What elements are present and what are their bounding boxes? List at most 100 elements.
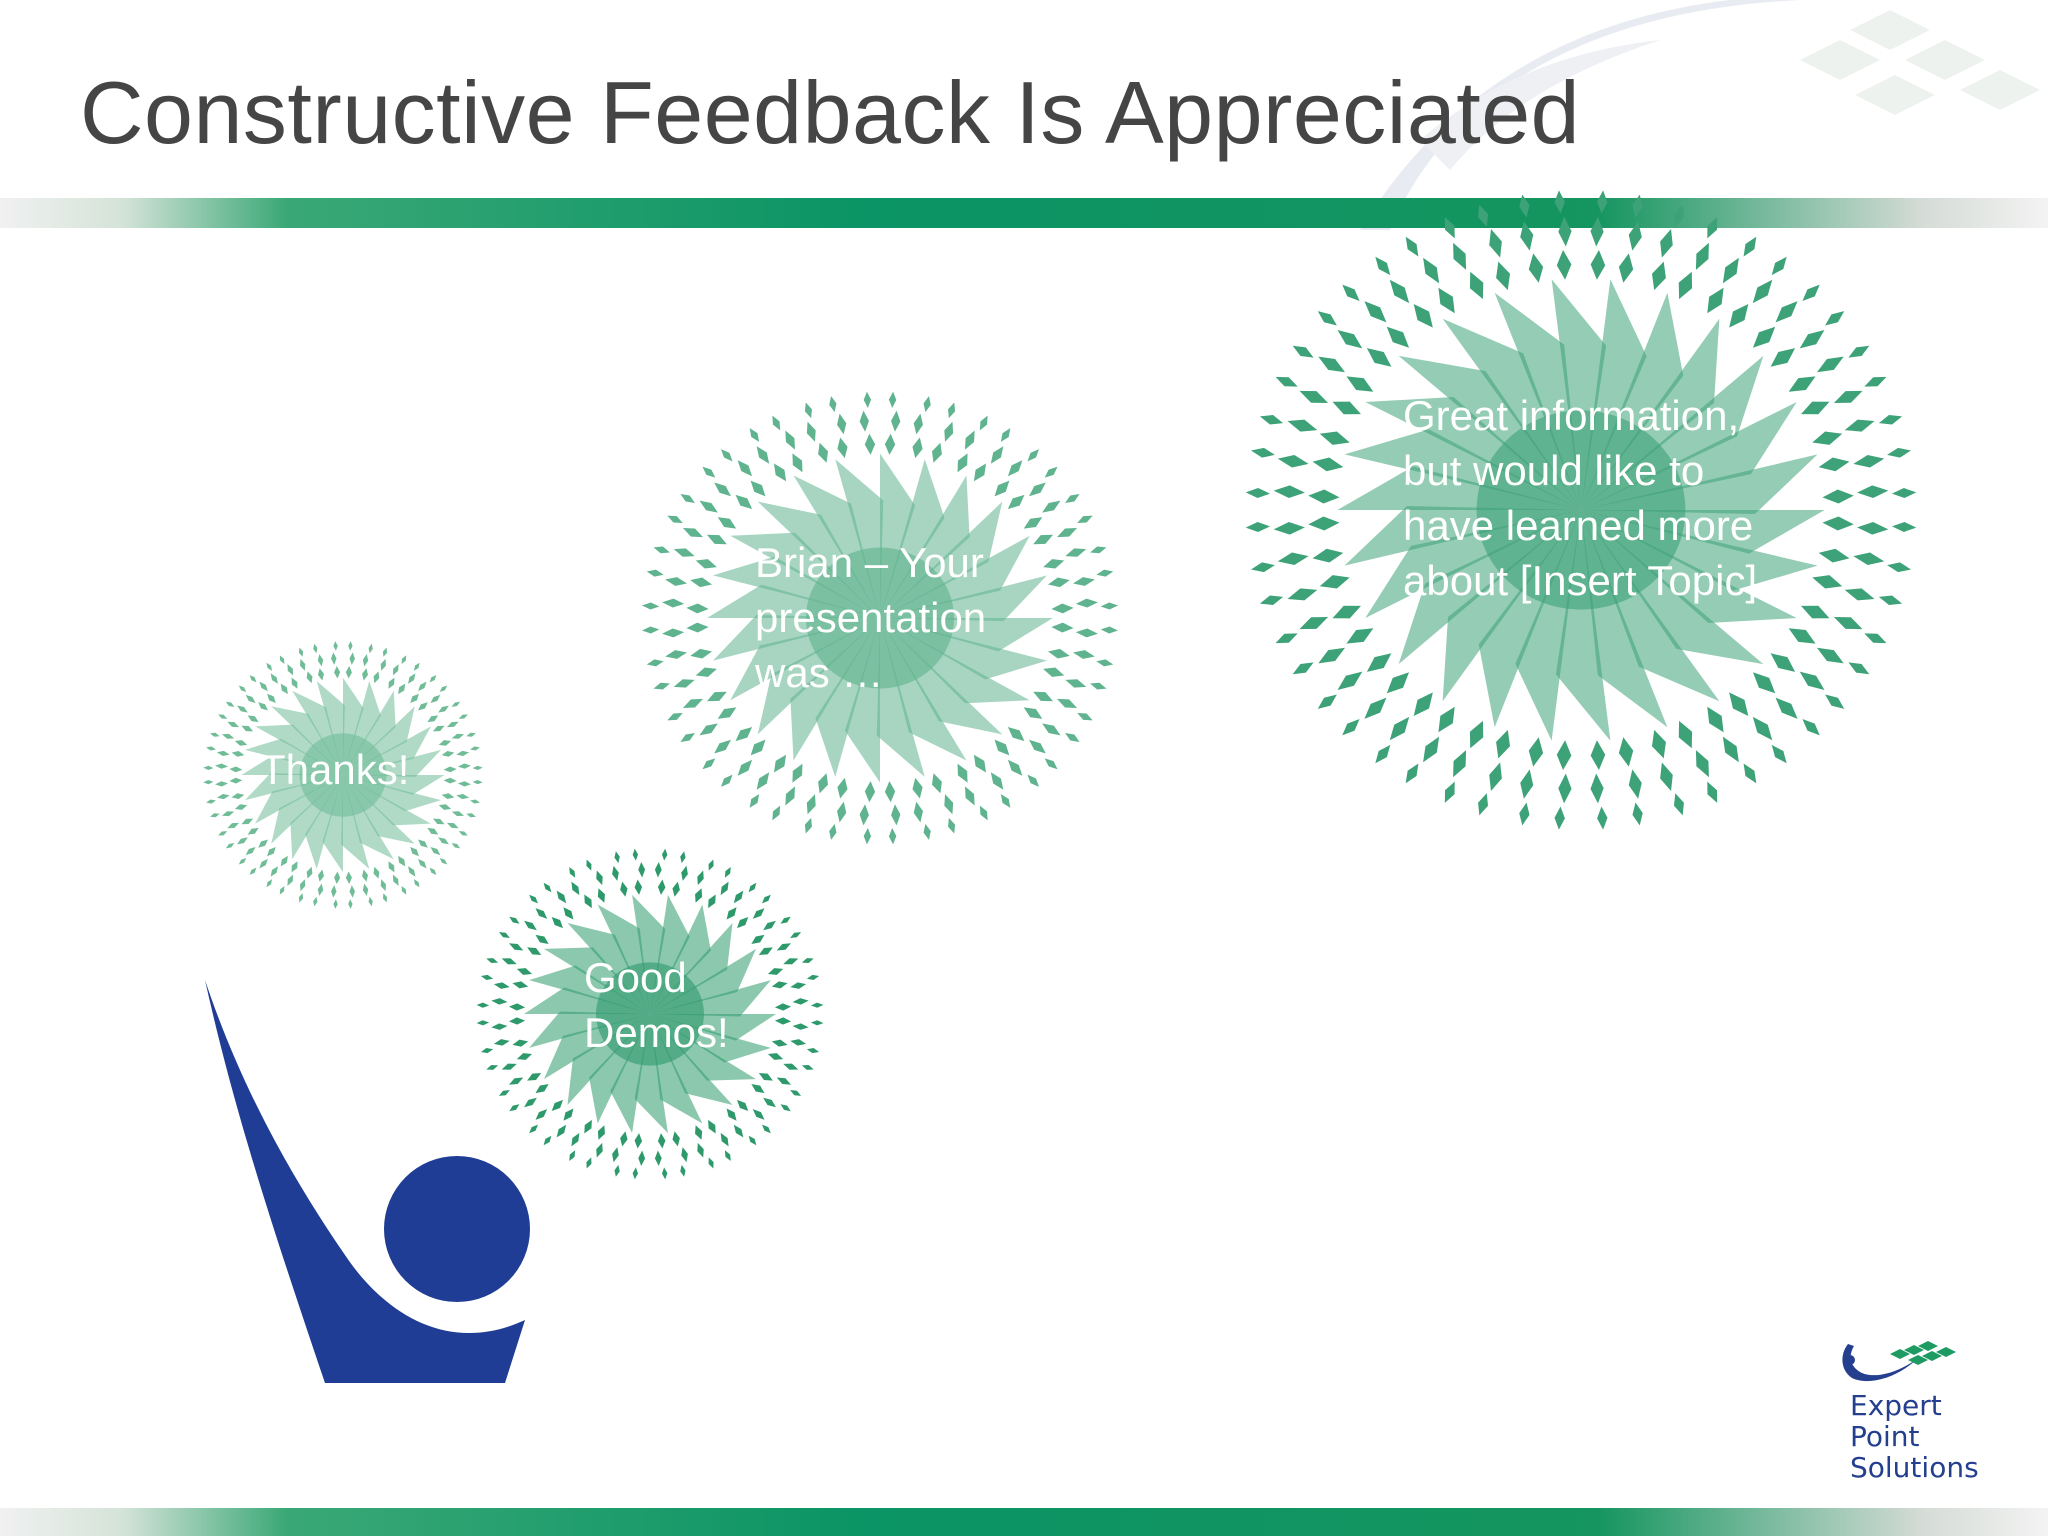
burst-diamond <box>1366 348 1392 367</box>
burst-diamond <box>270 673 278 684</box>
burst-diamond <box>443 777 457 784</box>
burst-diamond <box>556 890 567 904</box>
burst-diamond <box>707 691 727 702</box>
feedback-bubble-great-info: Great information, but would like to hav… <box>1233 178 1929 842</box>
burst-diamond <box>1090 546 1107 554</box>
burst-diamond <box>535 1084 549 1094</box>
burst-diamond <box>806 794 816 815</box>
burst-diamond <box>480 974 494 980</box>
burst-diamond <box>245 694 256 704</box>
burst-diamond <box>673 548 695 557</box>
burst-diamond <box>238 857 247 865</box>
burst-diamond <box>780 1104 791 1112</box>
burst-diamond <box>1259 595 1284 606</box>
burst-diamond <box>458 714 468 719</box>
burst-core <box>805 547 955 689</box>
burst-diamond <box>556 1124 567 1138</box>
burst-diamond <box>1660 229 1673 258</box>
burst-diamond <box>1802 284 1820 302</box>
burst-diamond <box>1292 662 1314 675</box>
burst-diamond <box>1043 559 1065 569</box>
brand-name-line: Expert <box>1850 1389 1942 1422</box>
burst-diamond <box>774 1003 792 1011</box>
burst-diamond <box>773 754 787 773</box>
burst-diamond <box>446 721 459 728</box>
burst-diamond <box>657 1133 666 1149</box>
burst-diamond <box>818 442 828 463</box>
burst-diamond <box>837 413 847 435</box>
burst-diamond <box>783 958 799 965</box>
burst-diamond <box>672 1131 680 1147</box>
burst-diamond <box>818 773 828 794</box>
burst-diamond <box>234 740 248 746</box>
burst-diamond <box>1528 737 1544 767</box>
burst-diamond <box>1051 603 1074 614</box>
burst-diamond <box>362 654 369 667</box>
burst-diamond <box>501 1063 517 1070</box>
burst-diamond <box>810 1020 824 1026</box>
burst-diamond <box>476 1002 490 1008</box>
burst-diamond <box>1707 217 1718 239</box>
burst-diamond <box>451 811 465 817</box>
burst-diamond <box>1597 190 1608 214</box>
burst-diamond <box>1891 488 1917 499</box>
burst-diamond <box>720 449 733 462</box>
burst-diamond <box>1366 653 1392 672</box>
burst-petal <box>567 1014 650 1105</box>
burst-diamond <box>1729 303 1749 328</box>
burst-diamond <box>408 866 416 877</box>
burst-diamond <box>410 846 419 857</box>
burst-diamond <box>1023 517 1043 529</box>
burst-diamond <box>763 1097 776 1108</box>
burst-diamond <box>948 402 956 419</box>
burst-diamond <box>225 701 235 707</box>
burst-diamond <box>418 839 428 848</box>
burst-diamond <box>667 515 683 524</box>
burst-diamond <box>508 1077 524 1085</box>
burst-diamond <box>317 654 324 667</box>
burst-diamond <box>1825 311 1845 326</box>
burst-diamond <box>1100 602 1118 610</box>
burst-diamond <box>682 527 703 538</box>
burst-diamond <box>1072 650 1095 659</box>
burst-diamond <box>569 1150 576 1161</box>
burst-diamond <box>597 888 605 903</box>
burst-diamond <box>266 662 273 671</box>
burst-star-icon <box>642 391 1118 845</box>
burst-diamond <box>804 817 812 834</box>
burst-diamond <box>932 773 942 794</box>
burst-diamond <box>446 822 459 829</box>
burst-diamond <box>1496 261 1511 291</box>
burst-diamond <box>1632 802 1643 826</box>
burst-diamond <box>457 781 471 787</box>
burst-diamond <box>792 998 809 1005</box>
burst-diamond <box>783 1063 799 1070</box>
burst-diamond <box>1878 595 1903 606</box>
burst-petal <box>793 475 880 618</box>
burst-diamond <box>888 391 897 409</box>
burst-diamond <box>750 739 766 756</box>
burst-diamond <box>1816 356 1844 373</box>
burst-diamond <box>1317 311 1337 326</box>
bubble-text-line: Great information, <box>1403 392 1740 439</box>
burst-diamond <box>529 894 538 904</box>
burst-diamond <box>752 1109 765 1120</box>
burst-diamond <box>267 846 276 857</box>
burst-diamond <box>333 899 338 909</box>
burst-diamond <box>466 732 476 737</box>
burst-diamond <box>758 1072 773 1081</box>
burst-diamond <box>1478 204 1489 227</box>
burst-diamond <box>368 643 373 654</box>
burst-diamond <box>362 668 369 681</box>
burst-diamond <box>859 410 869 432</box>
burst-diamond <box>206 746 216 751</box>
burst-diamond <box>1342 284 1360 302</box>
burst-diamond <box>1618 253 1634 283</box>
bubble-text-line: was … <box>755 649 884 696</box>
burst-diamond <box>300 658 306 671</box>
burst-diamond <box>1848 345 1870 358</box>
burst-diamond <box>1100 626 1118 634</box>
burst-diamond <box>837 801 847 823</box>
burst-diamond <box>1554 190 1565 214</box>
burst-diamond <box>801 1064 814 1070</box>
